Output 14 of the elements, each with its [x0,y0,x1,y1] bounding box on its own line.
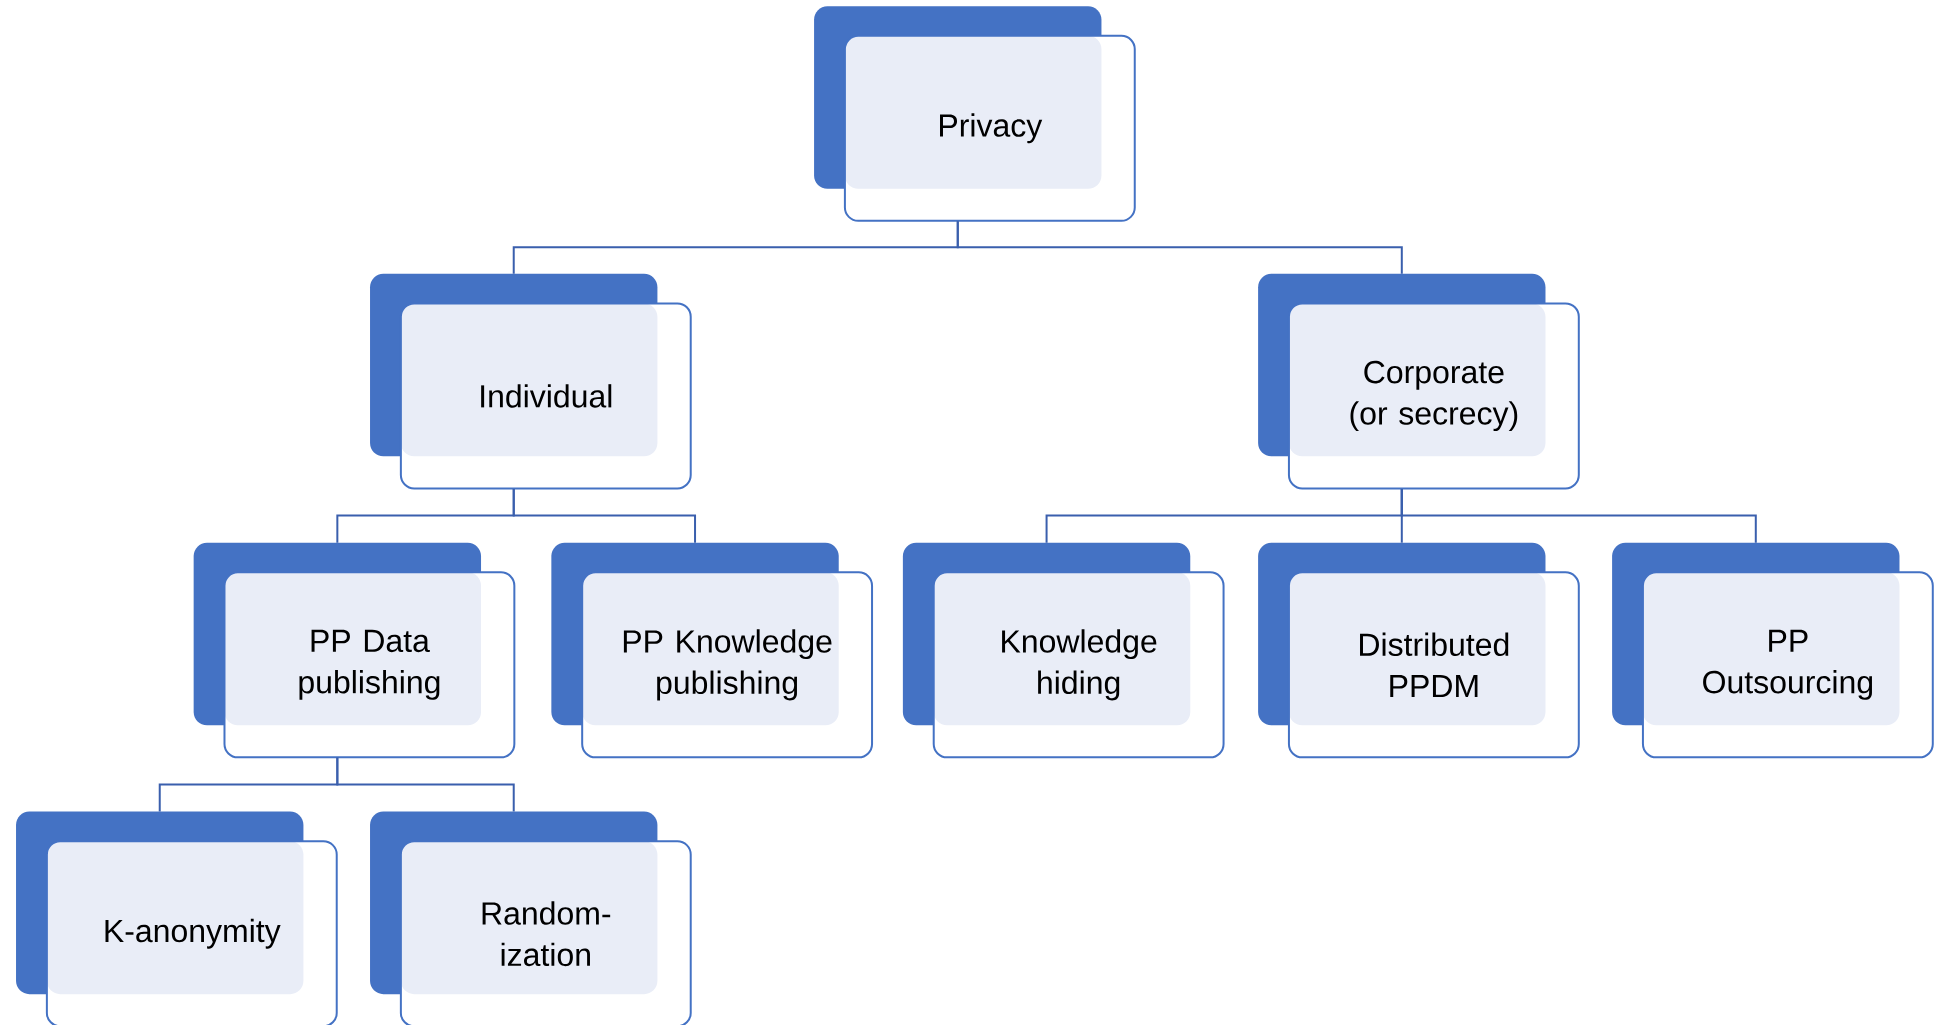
card-box: Distributed PPDM [1258,542,1580,759]
connector-line [1400,488,1757,544]
card-box: PP Knowledge publishing [551,542,874,759]
connector-line [956,220,1403,275]
card-box: Privacy [814,6,1136,222]
card-box: Knowledge hiding [902,542,1225,759]
connector-line [336,756,515,813]
card-box: K-anonymity [16,811,338,1025]
card-box: Individual [370,273,692,490]
connector-line [512,488,697,544]
card-box: PP Data publishing [193,542,516,759]
card-box: Random- ization [370,811,692,1025]
card-box: PP Outsourcing [1612,542,1934,759]
card-box: Corporate (or secrecy) [1258,273,1580,490]
